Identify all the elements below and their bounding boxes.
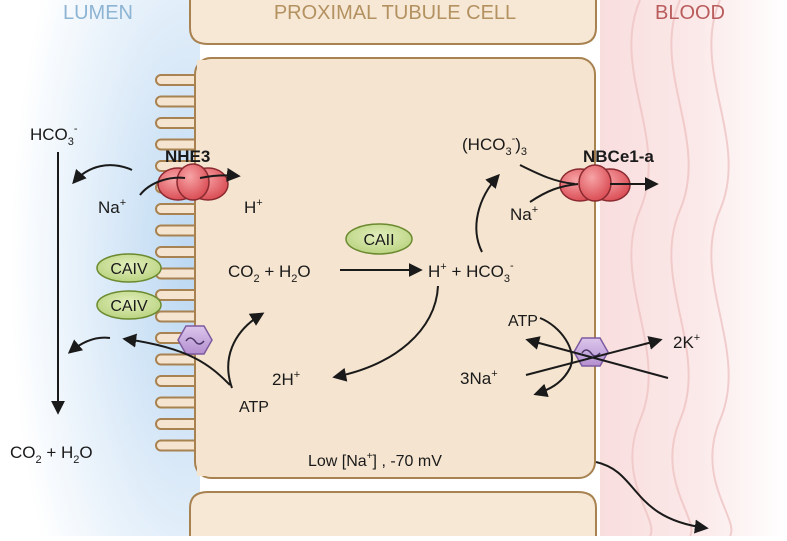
atp-hydrolysis-arrow-left: [227, 312, 265, 389]
neighbor-cell-bottom: [189, 491, 597, 536]
cell-edge-cover: [197, 60, 207, 476]
atp-hydrolysis-arrow-right: [533, 317, 573, 398]
caiv-enzyme-2: CAIV: [96, 290, 162, 320]
cell-hco3-triplet: (HCO3-)3: [462, 133, 527, 158]
cell-body: [194, 57, 596, 479]
apical-h-atpase-pump: [177, 325, 213, 355]
nhe3-h-arrow: [199, 167, 241, 182]
cell-h-nhe3: H+: [244, 197, 263, 217]
apical-h-extrusion-arrow: [122, 333, 231, 386]
nbce1-na-in-path: [529, 183, 579, 203]
nbce1-label: NBCe1-a: [583, 147, 654, 166]
nhe3-na-in-path: [139, 176, 186, 196]
blood-waves: [630, 0, 733, 537]
region-label-cell: PROXIMAL TUBULE CELL: [274, 2, 516, 24]
region-label-blood: BLOOD: [655, 2, 725, 24]
nbce1-hco3-in-path: [519, 164, 576, 185]
lumen-bicarbonate: HCO3-: [30, 123, 78, 148]
cell-na-basal: Na+: [510, 204, 538, 224]
nhe3-exchanger: [157, 163, 229, 201]
atp-label-left: ATP: [239, 399, 269, 416]
cell-three-na: 3Na+: [460, 368, 498, 388]
lumen-sodium: Na+: [98, 197, 126, 217]
caii-label: CAII: [363, 232, 394, 249]
blood-two-k: 2K+: [673, 332, 700, 352]
basolateral-exit-arrow: [595, 461, 709, 534]
k-influx-arrow: [525, 336, 669, 379]
region-label-lumen: LUMEN: [63, 2, 133, 24]
apical-h-to-lumen-arrow: [67, 336, 111, 354]
lumen-co2-water: CO2 + H2O: [10, 443, 93, 466]
cell-co2-water: CO2 + H2O: [228, 262, 311, 285]
neighbor-cell-top: [189, 0, 597, 45]
cell-h-bicarbonate: H+ + HCO3-: [428, 260, 514, 285]
caiv-label-2: CAIV: [110, 298, 148, 315]
nhe3-label: NHE3: [165, 147, 210, 166]
caii-enzyme: CAII: [345, 223, 413, 255]
hco3-to-nbce1-arrow: [475, 173, 500, 253]
blood-region: [600, 0, 787, 536]
cell-conditions-label: Low [Na+] , -70 mV: [308, 451, 442, 470]
caiv-label-1: CAIV: [110, 261, 148, 278]
nhe3-hco3-arrow: [72, 164, 133, 185]
cell-two-h: 2H+: [272, 369, 300, 389]
na-efflux-arrow: [525, 336, 663, 376]
h-to-pump-arrow: [332, 285, 439, 382]
proximal-tubule-cell: [155, 57, 596, 479]
caiv-enzyme-1: CAIV: [96, 253, 162, 283]
atp-label-right: ATP: [508, 313, 538, 330]
